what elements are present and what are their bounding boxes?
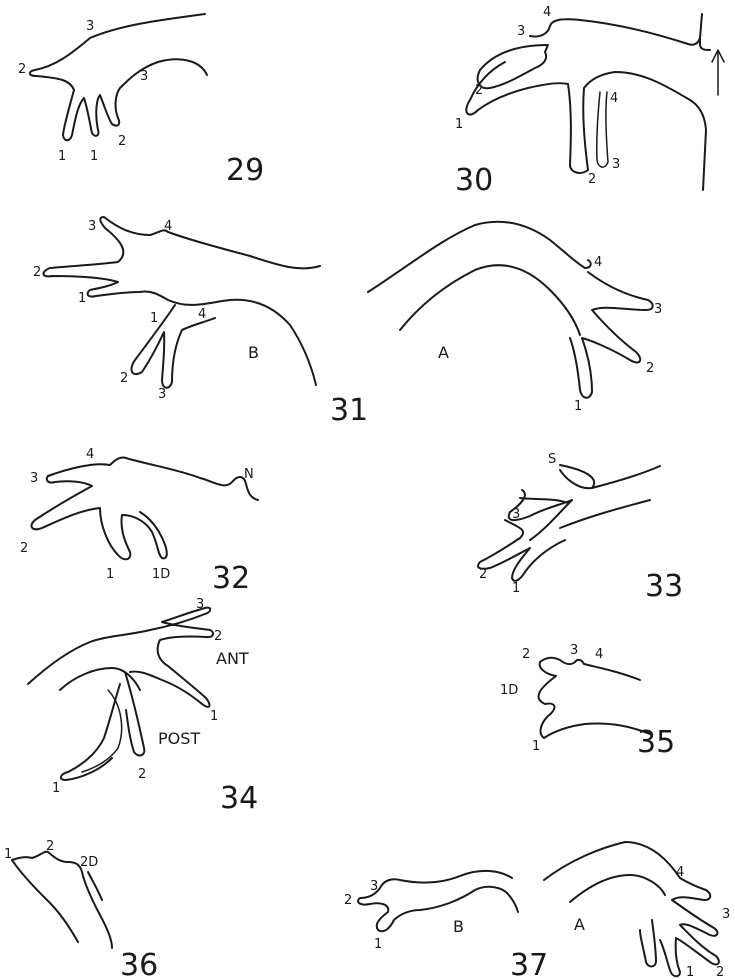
fig32-label-1: 1 — [106, 567, 114, 582]
figure-33: S 3 2 1 33 — [478, 452, 683, 604]
figure-34: 3 2 1 1 2 ANT POST 34 — [28, 597, 258, 816]
fig35-number: 35 — [637, 725, 675, 760]
fig37b-outline — [358, 871, 518, 931]
fig31b-label-1a: 1 — [78, 291, 86, 306]
figure-35: 2 3 4 1D 1 35 — [500, 643, 675, 760]
fig34-label-2b: 2 — [138, 767, 146, 782]
fig29-label-2b: 2 — [118, 134, 126, 149]
fig30-outline-arm — [466, 45, 706, 190]
fig31b-label-2a: 2 — [33, 265, 41, 280]
fig32-label-2: 2 — [20, 541, 28, 556]
fig31b-label-2b: 2 — [120, 371, 128, 386]
fig34-label-2a: 2 — [214, 629, 222, 644]
fig31b-upper-outline — [100, 217, 320, 268]
fig33-label-1: 1 — [512, 581, 520, 596]
fig34-number: 34 — [220, 781, 258, 816]
fig30-digit-3 — [597, 92, 608, 167]
fig31a-label-3: 3 — [654, 302, 662, 317]
fig37-number: 37 — [510, 948, 548, 979]
fig35-label-2: 2 — [522, 647, 530, 662]
fig34-label-ant: ANT — [216, 649, 249, 668]
fig30-number: 30 — [455, 163, 493, 198]
fig35-label-1: 1 — [532, 739, 540, 754]
figure-36: 1 2 2D 36 — [4, 839, 158, 979]
fig36-label-1: 1 — [4, 847, 12, 862]
fig29-number: 29 — [226, 153, 264, 188]
fig36-label-2: 2 — [46, 839, 54, 854]
fig30-label-2b: 2 — [588, 172, 596, 187]
figure-32: 4 3 N 2 1 1D 32 — [20, 447, 258, 596]
fig31-part-b: B — [248, 343, 259, 362]
fig37b-label-2: 2 — [344, 893, 352, 908]
fig37a-label-3: 3 — [722, 907, 730, 922]
figure-30: 4 3 2 1 4 3 2 30 — [455, 5, 724, 198]
fig37a-label-4: 4 — [676, 865, 684, 880]
fig31-part-a: A — [438, 343, 449, 362]
fig34-label-1b: 1 — [52, 781, 60, 796]
fig30-label-3a: 3 — [517, 24, 525, 39]
fig31a-label-4: 4 — [594, 255, 602, 270]
fig31b-fingers — [43, 228, 316, 385]
fig37a-label-1: 1 — [686, 965, 694, 979]
fig35-label-4: 4 — [595, 647, 603, 662]
fig31-number: 31 — [330, 393, 368, 428]
fig37a-outline — [544, 842, 719, 976]
fig32-label-4: 4 — [86, 447, 94, 462]
fig32-label-n: N — [244, 467, 254, 482]
fig32-number: 32 — [212, 561, 250, 596]
fig30-label-1: 1 — [455, 117, 463, 132]
fig29-label-1b: 1 — [90, 149, 98, 164]
fig33-number: 33 — [645, 569, 683, 604]
fig37a-label-2: 2 — [716, 965, 724, 979]
fig36-label-2d: 2D — [80, 855, 98, 870]
fig30-outline — [530, 14, 710, 50]
fig32-outline — [31, 457, 258, 559]
fig33-label-2: 2 — [479, 567, 487, 582]
fig31b-label-4a: 4 — [164, 219, 172, 234]
figure-31: 3 4 2 1 1 4 2 3 B 4 3 2 1 A 31 — [33, 217, 662, 428]
fig36-number: 36 — [120, 948, 158, 979]
fig31b-label-3b: 3 — [158, 387, 166, 402]
fig33-label-3: 3 — [512, 507, 520, 522]
fig35-label-1d: 1D — [500, 683, 518, 698]
fig34-label-1a: 1 — [210, 709, 218, 724]
fig31a-digits — [570, 272, 653, 398]
fig31b-label-3: 3 — [88, 219, 96, 234]
fig34-label-3a: 3 — [196, 597, 204, 612]
fig31a-outline — [368, 222, 591, 335]
fig37b-label-1: 1 — [374, 937, 382, 952]
fig32-label-1d: 1D — [152, 567, 170, 582]
fig31a-label-2: 2 — [646, 361, 654, 376]
fig29-outline-upper — [30, 14, 207, 140]
fig30-label-4a: 4 — [543, 5, 551, 20]
fig35-outline — [539, 658, 650, 738]
fig30-label-3b: 3 — [612, 157, 620, 172]
fig33-outline — [478, 465, 660, 581]
fig29-label-1a: 1 — [58, 149, 66, 164]
fig29-label-2a: 2 — [18, 62, 26, 77]
fig30-label-2a: 2 — [475, 83, 483, 98]
figure-29: 3 2 3 2 1 1 29 — [18, 14, 264, 188]
fig34-label-post: POST — [158, 729, 200, 748]
fig34-anterior-outline — [28, 608, 213, 707]
figure-37: 3 2 1 B 4 3 1 2 A 37 — [344, 842, 730, 979]
fig32-label-3: 3 — [30, 471, 38, 486]
fig29-label-3a: 3 — [86, 19, 94, 34]
fig30-label-4b: 4 — [610, 91, 618, 106]
fig37-part-b: B — [453, 917, 464, 936]
fig31a-label-1: 1 — [574, 399, 582, 414]
fig37-part-a: A — [574, 915, 585, 934]
fig31b-label-4b: 4 — [198, 307, 206, 322]
fig31b-label-1b: 1 — [150, 311, 158, 326]
fig33-label-s: S — [548, 452, 556, 467]
fig29-label-3b: 3 — [140, 69, 148, 84]
fig37b-label-3: 3 — [370, 879, 378, 894]
fig35-label-3: 3 — [570, 643, 578, 658]
